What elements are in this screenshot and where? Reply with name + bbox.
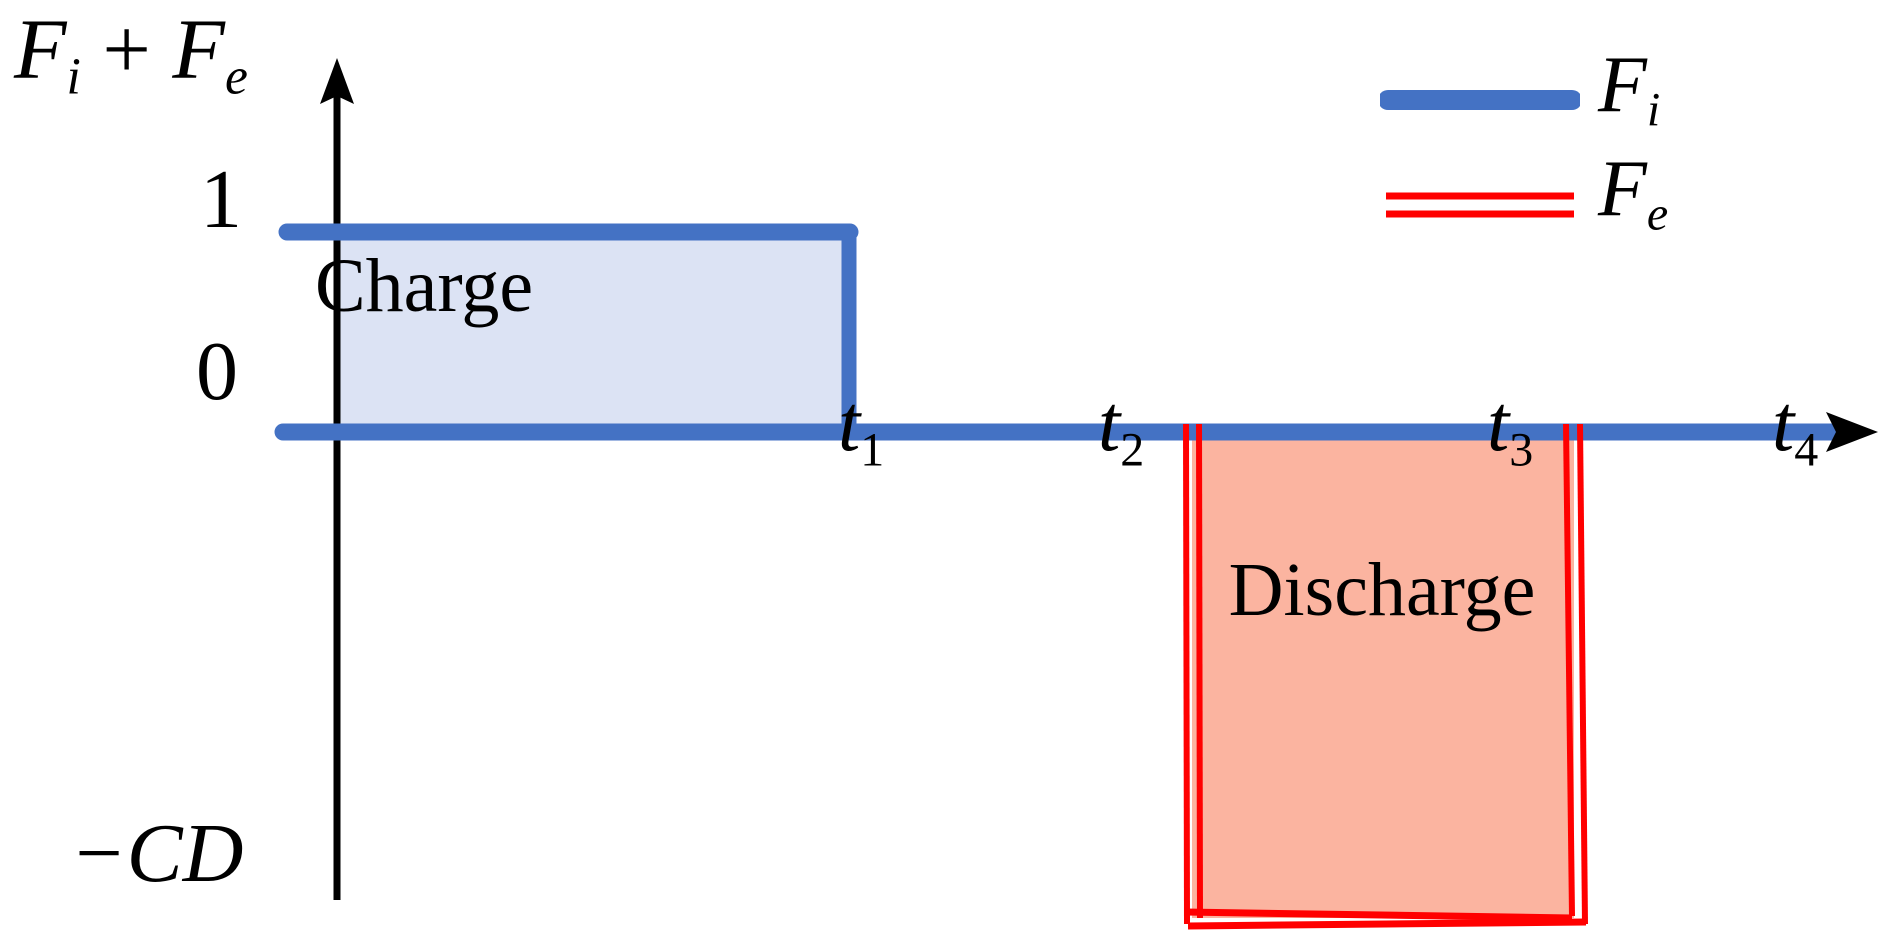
legend-label-fe: Fe — [1598, 144, 1668, 241]
x-tick-label-t3: t3 — [1487, 384, 1533, 474]
series-fe — [1183, 423, 1588, 930]
charge-region-fill — [340, 234, 848, 432]
y-axis-label-f2: F — [172, 1, 225, 97]
legend-label-fi: Fi — [1598, 40, 1660, 137]
x-tick-label-t1: t1 — [838, 384, 884, 474]
legend-fe-sub: e — [1646, 187, 1669, 241]
t1-base: t — [838, 380, 861, 468]
x-axis-arrow-icon — [1826, 412, 1878, 452]
y-axis-label-plus: + — [102, 1, 151, 97]
t4-sub: 4 — [1794, 423, 1819, 477]
t4-base: t — [1772, 380, 1795, 468]
double-red-line-swatch — [1386, 192, 1574, 218]
y-axis-arrow-icon — [320, 58, 354, 104]
legend-fi-base: F — [1598, 41, 1647, 129]
legend-fi-sub: i — [1646, 83, 1661, 137]
y-tick-label-one: 1 — [200, 153, 242, 246]
y-axis-label: Fi + Fe — [14, 6, 248, 103]
t3-base: t — [1487, 380, 1510, 468]
y-tick-label-zero: 0 — [196, 325, 238, 418]
t2-sub: 2 — [1120, 423, 1145, 477]
discharge-region-fill — [1192, 436, 1574, 918]
t3-sub: 3 — [1509, 423, 1534, 477]
legend-fe-base: F — [1598, 145, 1647, 233]
x-tick-label-t4: t4 — [1772, 384, 1818, 474]
t2-base: t — [1098, 380, 1121, 468]
discharge-region-label: Discharge — [1228, 548, 1536, 632]
y-axis-label-sub-e: e — [224, 48, 248, 106]
y-axis-label-sub-i: i — [66, 48, 81, 106]
t1-sub: 1 — [860, 423, 885, 477]
y-tick-label-minus-cd: −CD — [70, 807, 244, 900]
y-axis — [320, 58, 354, 900]
charge-region-label: Charge — [314, 244, 534, 328]
series-fi — [274, 223, 1841, 441]
solid-blue-line-swatch — [1380, 90, 1580, 110]
x-tick-label-t2: t2 — [1098, 384, 1144, 474]
y-axis-label-f1: F — [14, 1, 67, 97]
